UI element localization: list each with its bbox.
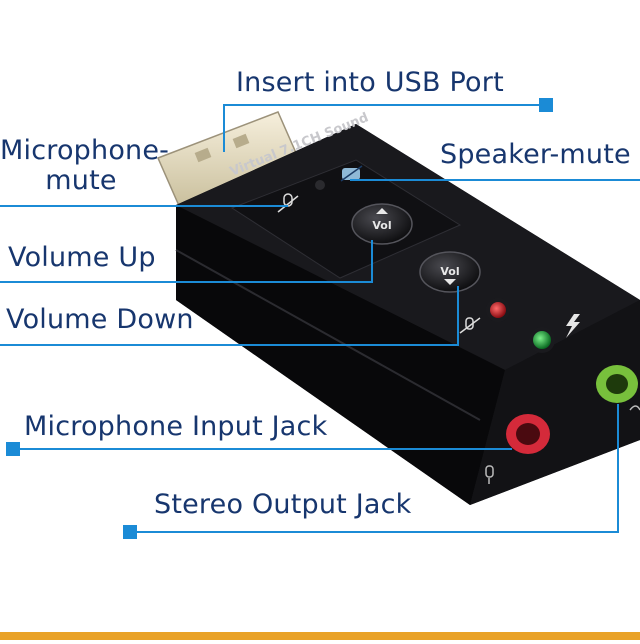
- volume-up-label: Volume Up: [8, 242, 156, 273]
- usb-connector: [156, 111, 302, 209]
- green-led: [533, 331, 551, 349]
- vol-up-text: Vol: [372, 219, 391, 232]
- volume-down-button[interactable]: Vol: [419, 251, 481, 293]
- stereo-jack-marker: [123, 525, 137, 539]
- usb-port-label: Insert into USB Port: [236, 67, 504, 98]
- mute-led-icon: [459, 317, 481, 334]
- microphone-input-jack-label: Microphone Input Jack: [24, 411, 328, 442]
- speaker-mute-label: Speaker-mute: [440, 139, 631, 170]
- stereo-output-jack-label: Stereo Output Jack: [154, 489, 412, 520]
- microphone-mute-line1: Microphone-: [0, 135, 170, 166]
- red-led: [490, 302, 506, 318]
- volume-up-button[interactable]: Vol: [351, 203, 413, 245]
- lightning-icon: [566, 314, 580, 338]
- speaker-mute-icon: [340, 165, 363, 182]
- microphone-input-jack[interactable]: [506, 414, 550, 454]
- vol-down-text: Vol: [440, 265, 459, 278]
- usb-marker: [539, 98, 553, 112]
- volume-down-label: Volume Down: [6, 304, 194, 335]
- mic-jack-marker: [6, 442, 20, 456]
- bottom-accent-bar: [0, 632, 640, 640]
- headphone-jack-icon: [629, 405, 640, 411]
- callout-markers: [6, 98, 553, 539]
- indicator-hole: [315, 180, 325, 190]
- microphone-mute-label: Microphone- mute: [0, 135, 170, 196]
- microphone-mute-line2: mute: [45, 164, 117, 196]
- sound-card-body: [175, 124, 640, 505]
- mic-jack-icon: [485, 465, 494, 484]
- stereo-output-jack[interactable]: [596, 365, 638, 403]
- callout-lines: [0, 104, 640, 533]
